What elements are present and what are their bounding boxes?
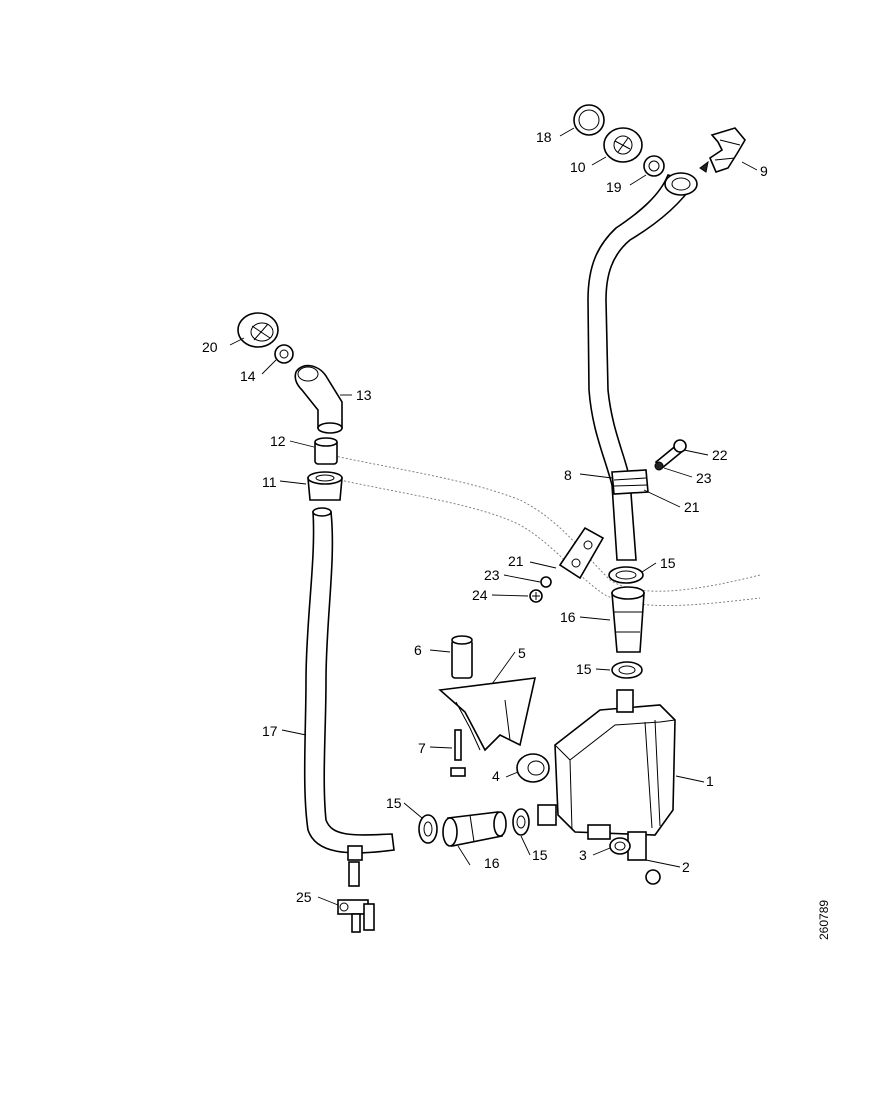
part-23-washer-upper (654, 461, 664, 471)
callout-19: 19 (606, 179, 622, 195)
part-19-small-ring (643, 155, 665, 177)
part-21-clamp-upper (611, 469, 649, 495)
callout-18: 18 (536, 129, 552, 145)
callout-13: 13 (356, 387, 372, 403)
part-6-sleeve (451, 635, 473, 679)
part-1-reservoir (537, 689, 676, 840)
part-15-clamp-4 (512, 808, 530, 836)
part-4-pump (516, 753, 550, 783)
phantom-outline (329, 454, 761, 607)
callout-labels: 18 10 19 9 20 14 13 12 11 17 8 22 23 21 … (202, 129, 768, 905)
part-15-clamp-2 (611, 661, 643, 679)
callout-24: 24 (472, 587, 488, 603)
callout-9: 9 (760, 163, 768, 179)
callout-20: 20 (202, 339, 218, 355)
callout-7: 7 (418, 740, 426, 756)
callout-14: 14 (240, 368, 256, 384)
part-14-ring (274, 344, 294, 364)
callout-15-upper: 15 (660, 555, 676, 571)
callout-10: 10 (570, 159, 586, 175)
part-12-connector (314, 437, 338, 465)
callout-25: 25 (296, 889, 312, 905)
callout-12: 12 (270, 433, 286, 449)
part-21-bracket-lower (558, 526, 605, 580)
part-11-grommet (307, 471, 343, 501)
part-22-bolt (654, 439, 687, 470)
callout-15-right: 15 (532, 847, 548, 863)
part-16-connector-upper (611, 586, 645, 653)
callout-6: 6 (414, 642, 422, 658)
part-5-bracket (438, 677, 537, 752)
callout-5: 5 (518, 645, 526, 661)
part-13-elbow (294, 364, 343, 434)
part-9-clip (699, 127, 746, 173)
part-3-grommet (609, 837, 631, 855)
callout-21-lower: 21 (508, 553, 524, 569)
part-7-screw (450, 729, 466, 777)
callout-4: 4 (492, 768, 500, 784)
callout-16-lower: 16 (484, 855, 500, 871)
callout-21-upper: 21 (684, 499, 700, 515)
callout-1: 1 (706, 773, 714, 789)
callout-17: 17 (262, 723, 278, 739)
callout-16-upper: 16 (560, 609, 576, 625)
part-25-tee-fitting (337, 845, 375, 933)
part-23-nut-lower (540, 576, 552, 588)
callout-23-upper: 23 (696, 470, 712, 486)
callout-15-middle: 15 (576, 661, 592, 677)
callout-3: 3 (579, 847, 587, 863)
part-2-outlet (627, 831, 661, 885)
part-17-hose (303, 507, 395, 854)
part-20-cap (237, 312, 279, 348)
part-15-clamp-1 (608, 566, 644, 584)
callout-22: 22 (712, 447, 728, 463)
part-8-filler-tube (587, 172, 698, 561)
callout-15-left: 15 (386, 795, 402, 811)
leader-lines (229, 127, 758, 906)
part-16-connector-lower (442, 811, 507, 847)
part-10-filler-cap (603, 127, 643, 163)
drawing-code: 260789 (817, 900, 831, 940)
part-18-seal-ring (573, 104, 605, 136)
callout-2: 2 (682, 859, 690, 875)
callout-23-lower: 23 (484, 567, 500, 583)
callout-8: 8 (564, 467, 572, 483)
part-15-clamp-3 (418, 814, 438, 844)
callout-11: 11 (262, 474, 277, 490)
part-24-screw (529, 589, 543, 603)
